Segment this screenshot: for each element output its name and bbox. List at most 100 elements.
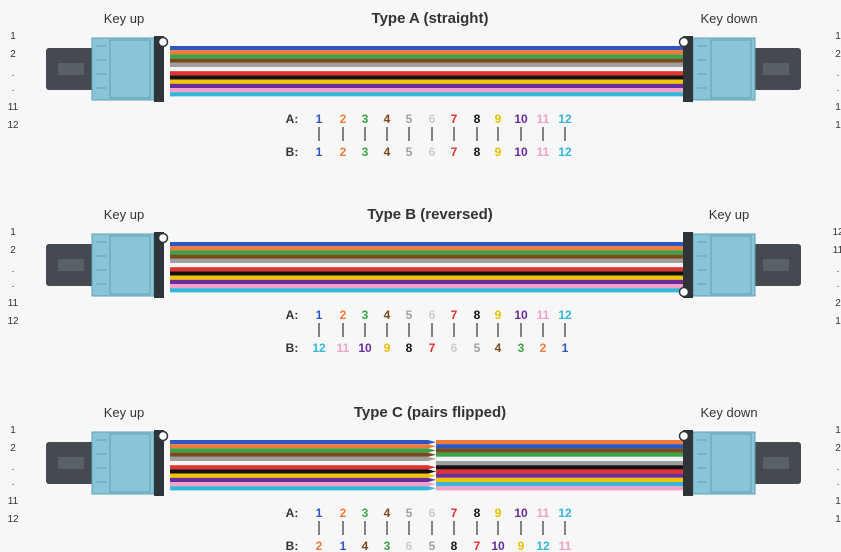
row-a-number: 1: [316, 112, 323, 126]
fiber-line: [170, 71, 684, 76]
right-key-label: Key down: [700, 405, 757, 420]
row-b-number: 6: [406, 539, 413, 552]
fiber-line: [170, 444, 428, 449]
connector-collar: [683, 232, 693, 298]
row-b-number: 12: [536, 539, 550, 552]
fiber-line: [436, 473, 684, 478]
fiber-cross: [428, 461, 436, 466]
left-pin-number: 1: [10, 227, 16, 238]
right-connector: [678, 36, 801, 102]
key-marker: [157, 36, 169, 48]
left-pin-number: .: [12, 477, 15, 488]
connector-boot-inner: [710, 39, 752, 99]
fiber-line: [170, 271, 684, 276]
left-key-label: Key up: [104, 11, 144, 26]
row-b-number: 9: [495, 145, 502, 159]
fiber-line: [170, 258, 684, 263]
row-a-number: 4: [384, 308, 391, 322]
fiber-cross: [428, 482, 436, 487]
fiber-line: [436, 461, 684, 466]
row-a-number: 9: [495, 506, 502, 520]
connector-boot: [692, 233, 756, 297]
row-a-number: 5: [406, 112, 413, 126]
row-a-number: 1: [316, 506, 323, 520]
left-pin-number: 11: [8, 496, 19, 507]
fiber-line: [170, 254, 684, 259]
connector-latch: [763, 259, 789, 271]
row-a-number: 2: [340, 308, 347, 322]
fiber-line: [436, 486, 684, 491]
row-b-number: 8: [451, 539, 458, 552]
fiber-line: [170, 469, 428, 474]
row-b-number: 5: [429, 539, 436, 552]
fiber-line: [170, 250, 684, 255]
right-pin-number: .: [837, 264, 840, 275]
fiber-line: [170, 92, 684, 97]
fiber-line: [170, 486, 428, 491]
row-b-number: 9: [518, 539, 525, 552]
row-b-number: 9: [384, 341, 391, 355]
connector-collar: [154, 232, 164, 298]
row-a-number: 2: [340, 112, 347, 126]
right-pin-number: .: [837, 83, 840, 94]
row-b-label: B:: [286, 539, 299, 552]
left-connector: [46, 36, 169, 102]
key-marker: [678, 430, 690, 442]
fiber-line: [436, 440, 684, 445]
row-a-number: 5: [406, 308, 413, 322]
fiber-line: [170, 452, 428, 457]
row-b-number: 4: [495, 341, 502, 355]
fiber-cross: [428, 486, 436, 491]
section-title: Type A (straight): [372, 10, 489, 27]
fiber-line: [436, 477, 684, 482]
fiber-line: [170, 62, 684, 67]
connector-boot: [91, 233, 155, 297]
right-pin-number: 1: [835, 425, 841, 436]
row-b-number: 7: [474, 539, 481, 552]
fiber-cross: [428, 473, 436, 478]
left-pin-number: .: [12, 279, 15, 290]
connector-latch: [58, 259, 84, 271]
row-b-number: 10: [358, 341, 372, 355]
fiber-line: [170, 465, 428, 470]
left-pin-number: 2: [10, 443, 16, 454]
fiber-line: [170, 482, 428, 487]
fiber-line: [170, 46, 684, 51]
row-b-number: 12: [312, 341, 326, 355]
row-b-number: 11: [559, 539, 572, 552]
connector-collar: [154, 430, 164, 496]
row-a-number: 12: [558, 506, 572, 520]
left-key-label: Key up: [104, 405, 144, 420]
connector-latch: [58, 63, 84, 75]
fiber-line: [170, 473, 428, 478]
row-a-number: 8: [474, 112, 481, 126]
row-a-number: 6: [429, 506, 436, 520]
fiber-line: [170, 246, 684, 251]
row-b-number: 2: [540, 341, 547, 355]
fiber-line: [170, 242, 684, 247]
key-marker: [678, 286, 690, 298]
fiber-line: [170, 448, 428, 453]
row-b-number: 5: [474, 341, 481, 355]
row-b-number: 5: [406, 145, 413, 159]
row-b-number: 11: [337, 341, 350, 355]
fiber-cross: [428, 452, 436, 457]
row-b-number: 3: [518, 341, 525, 355]
right-pin-number: .: [837, 462, 840, 473]
right-pin-number: 1: [835, 316, 841, 327]
connector-latch: [763, 457, 789, 469]
row-a-number: 12: [558, 112, 572, 126]
row-b-number: 7: [429, 341, 436, 355]
fiber-cross: [428, 456, 436, 461]
fiber-line: [170, 263, 684, 268]
left-pin-number: 12: [7, 120, 19, 131]
connector-boot: [91, 37, 155, 101]
row-b-number: 4: [384, 145, 391, 159]
row-b-number: 3: [384, 539, 391, 552]
fiber-line: [170, 75, 684, 80]
right-pin-number: 2: [835, 298, 841, 309]
fiber-line: [436, 448, 684, 453]
